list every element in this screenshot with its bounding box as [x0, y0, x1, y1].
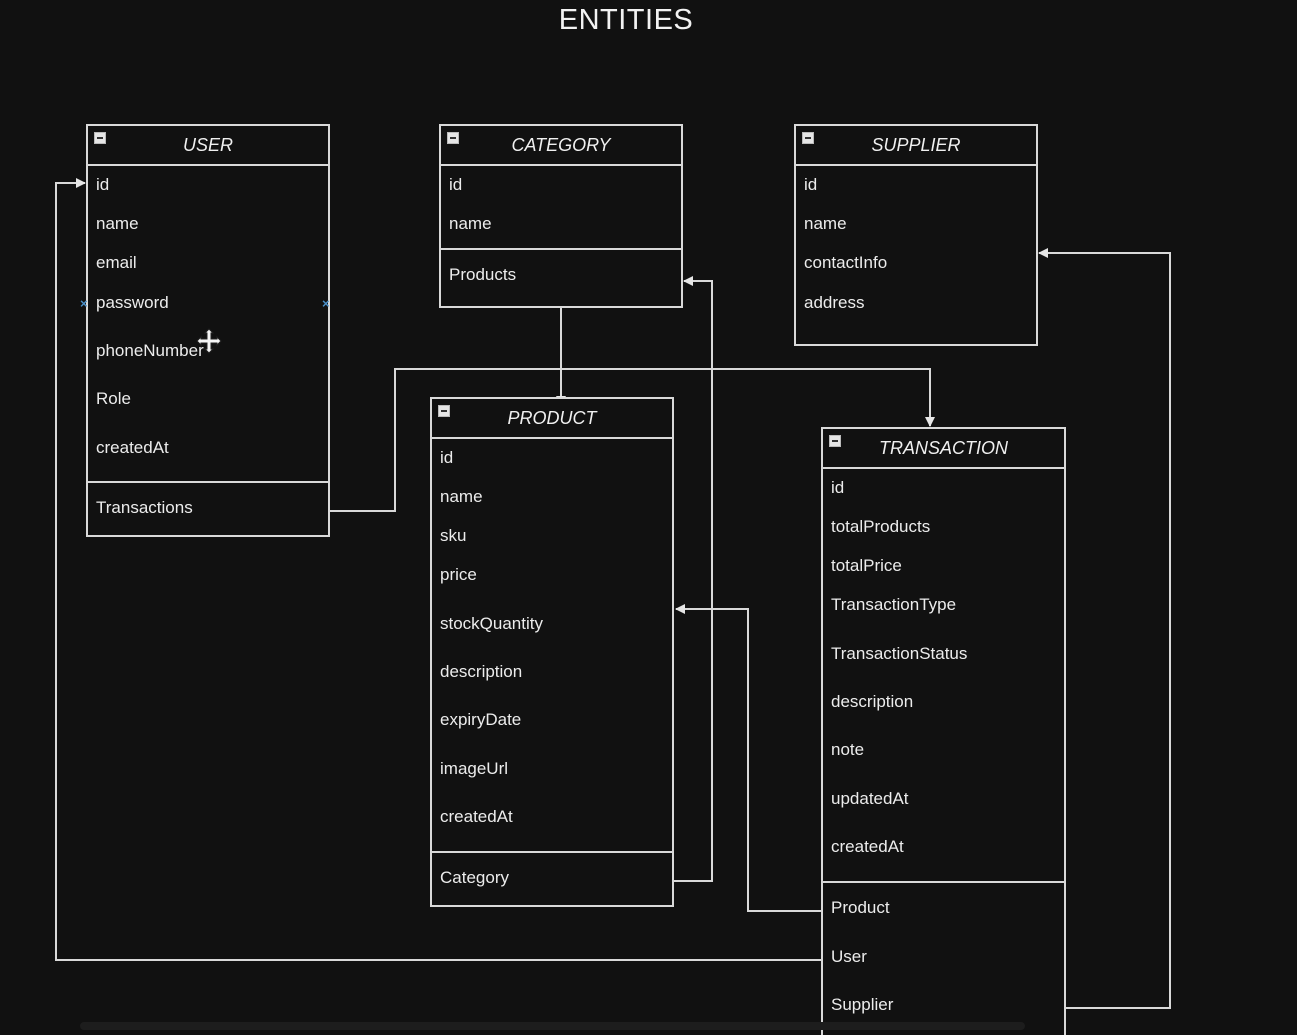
field-contact-info: contactInfo [804, 253, 888, 272]
entity-header: USER [88, 126, 328, 166]
entity-header: SUPPLIER [796, 126, 1036, 166]
collapse-icon[interactable] [438, 405, 450, 417]
field-transaction-status: TransactionStatus [831, 644, 968, 663]
entity-product[interactable]: PRODUCT id name sku price stockQuantity … [430, 397, 674, 907]
field-id: id [449, 175, 463, 194]
collapse-icon[interactable] [829, 435, 841, 447]
connector-transaction-user-to-user[interactable] [55, 178, 822, 961]
field-address: address [804, 293, 865, 312]
entity-name: USER [182, 135, 233, 155]
entity-transaction[interactable]: TRANSACTION id totalProducts totalPrice … [821, 427, 1066, 1035]
connector-transaction-supplier-to-supplier[interactable] [1038, 248, 1171, 1009]
field-phone-number: phoneNumber [96, 341, 204, 360]
relation-user: User [831, 947, 867, 966]
connector-user-transactions-to-transaction[interactable] [330, 368, 935, 512]
relation-products: Products [449, 265, 517, 284]
relation-product: Product [831, 898, 890, 917]
entity-name: CATEGORY [511, 135, 611, 155]
move-cursor-icon [196, 328, 222, 354]
field-stock-quantity: stockQuantity [440, 614, 543, 633]
connector-transaction-product-to-product[interactable] [675, 604, 822, 912]
field-name: name [449, 214, 492, 233]
entity-header: TRANSACTION [823, 429, 1064, 469]
connector-product-category-to-category[interactable] [674, 276, 713, 882]
relation-supplier: Supplier [831, 995, 894, 1014]
field-total-products: totalProducts [831, 517, 931, 536]
field-price: price [440, 565, 477, 584]
field-note: note [831, 740, 865, 759]
entity-name: TRANSACTION [878, 438, 1008, 458]
field-id: id [804, 175, 818, 194]
field-expiry-date: expiryDate [440, 710, 522, 729]
entity-name: SUPPLIER [871, 135, 961, 155]
diagram-title: ENTITIES [558, 4, 694, 36]
collapse-icon[interactable] [447, 132, 459, 144]
section-divider [441, 248, 681, 250]
entity-supplier[interactable]: SUPPLIER id name contactInfo address [794, 124, 1038, 346]
field-image-url: imageUrl [440, 759, 509, 778]
entity-user[interactable]: USER id name email password phoneNumber … [86, 124, 330, 537]
field-description: description [831, 692, 914, 711]
field-total-price: totalPrice [831, 556, 902, 575]
relation-transactions: Transactions [96, 498, 193, 517]
field-sku: sku [440, 526, 467, 545]
field-id: id [831, 478, 845, 497]
field-name: name [804, 214, 847, 233]
connection-point-right-icon[interactable]: × [322, 296, 330, 311]
horizontal-scrollbar[interactable] [80, 1022, 1025, 1030]
field-role: Role [96, 389, 131, 408]
field-created-at: createdAt [96, 438, 169, 457]
field-created-at: createdAt [831, 837, 904, 856]
connection-point-left-icon[interactable]: × [80, 296, 88, 311]
field-name: name [440, 487, 483, 506]
field-email: email [96, 253, 137, 272]
field-id: id [96, 175, 110, 194]
section-divider [432, 851, 672, 853]
field-description: description [440, 662, 523, 681]
field-password: password [96, 293, 169, 312]
field-transaction-type: TransactionType [831, 595, 957, 614]
collapse-icon[interactable] [94, 132, 106, 144]
entity-name: PRODUCT [507, 408, 597, 428]
field-name: name [96, 214, 139, 233]
section-divider [88, 481, 328, 483]
collapse-icon[interactable] [802, 132, 814, 144]
relation-category: Category [440, 868, 509, 887]
field-id: id [440, 448, 454, 467]
entity-header: PRODUCT [432, 399, 672, 439]
field-created-at: createdAt [440, 807, 513, 826]
entity-header: CATEGORY [441, 126, 681, 166]
entity-category[interactable]: CATEGORY id name Products [439, 124, 683, 308]
field-updated-at: updatedAt [831, 789, 909, 808]
section-divider [823, 881, 1064, 883]
